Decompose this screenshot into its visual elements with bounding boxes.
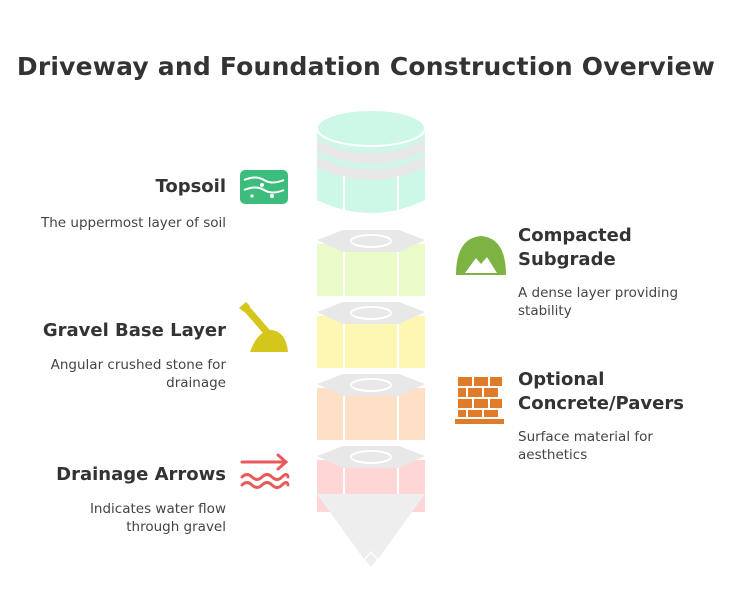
topsoil-cylinder [316,109,426,213]
shovel-icon [239,302,288,352]
topsoil-band-2 [317,156,425,180]
gravel-base-description: Angular crushed stone for drainage [50,357,226,391]
topsoil-band-1 [317,140,425,164]
diagram-title: Driveway and Foundation Construction Ove… [16,52,716,81]
drainage-arrows-label: Drainage Arrows [56,464,226,485]
concrete-pavers-prism [317,374,425,440]
concrete-pavers-description: Surface material for aesthetics [518,429,653,463]
prism-top [317,374,425,396]
brick-wall-icon [455,377,504,424]
gravel-base-label: Gravel Base Layer [42,320,226,341]
concrete-pavers-label: Optional Concrete/Pavers [518,369,684,414]
compacted-subgrade-prism [317,230,425,296]
topsoil-description: The uppermost layer of soil [41,215,226,231]
prism-top [317,230,425,252]
gravel-base-prism [317,302,425,368]
mountain-icon [456,236,506,275]
prism-hole [350,450,392,464]
topsoil-top-face [316,109,426,147]
compacted-subgrade-description: A dense layer providing stability [518,285,679,319]
funnel-tip [317,494,425,570]
prism-hole [350,306,392,320]
prism-top [317,446,425,468]
drainage-arrows-description: Indicates water flow through gravel [89,501,226,535]
compacted-subgrade-label: Compacted Subgrade [518,225,632,270]
topsoil-label: Topsoil [155,176,226,197]
prism-top [317,302,425,324]
prism-hole [350,234,392,248]
prism-hole [350,378,392,392]
soil-layers-icon [240,170,288,204]
water-flow-icon [240,453,290,489]
